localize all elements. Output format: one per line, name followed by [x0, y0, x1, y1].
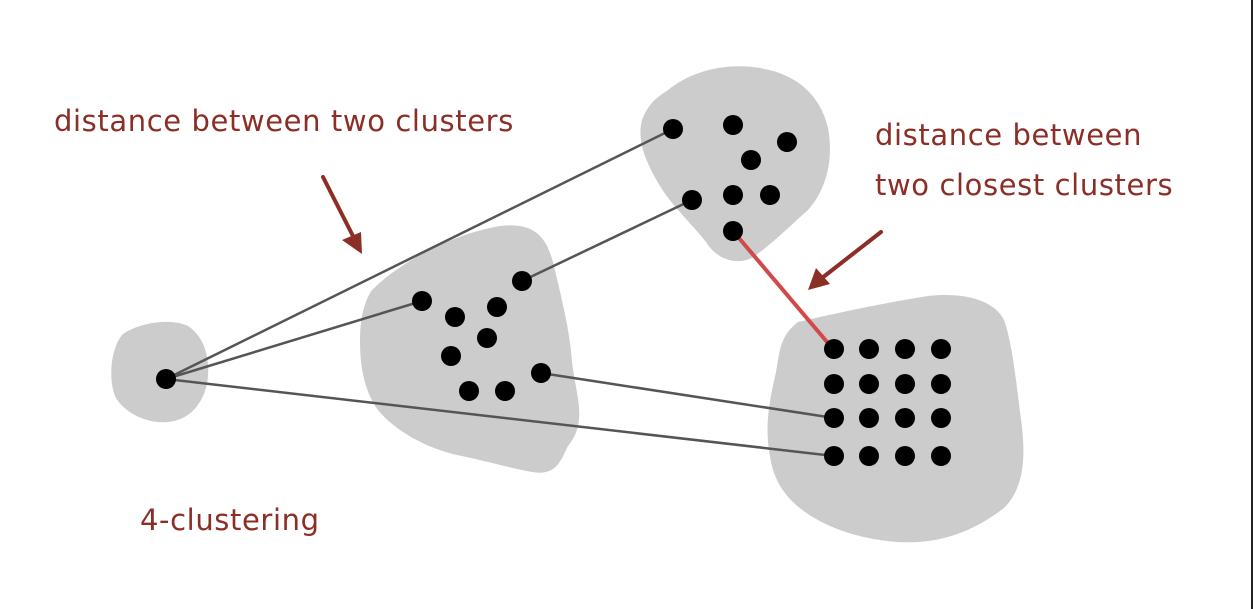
label-4-clustering: 4-clustering — [140, 503, 320, 537]
points-left-cluster — [412, 271, 551, 401]
point — [723, 185, 743, 205]
point — [495, 381, 515, 401]
connector-line — [165, 299, 423, 381]
points-right-cluster — [824, 339, 951, 466]
cluster-blob-top — [640, 66, 830, 262]
point — [723, 221, 743, 241]
point — [824, 339, 844, 359]
point — [824, 408, 844, 428]
point — [487, 297, 507, 317]
point — [459, 381, 479, 401]
point — [895, 446, 915, 466]
point — [895, 339, 915, 359]
point — [760, 185, 780, 205]
label-closest-line-2: two closest clusters — [875, 168, 1174, 202]
point — [824, 374, 844, 394]
point — [156, 369, 176, 389]
connector-line — [165, 127, 674, 381]
right-edge-border — [1251, 0, 1253, 609]
point — [931, 408, 951, 428]
point — [477, 328, 497, 348]
point — [412, 291, 432, 311]
point — [741, 150, 761, 170]
cluster-blob-left — [360, 225, 580, 473]
point — [824, 446, 844, 466]
arrow-to-connector-lines — [321, 175, 362, 254]
label-closest-line-1: distance between — [875, 118, 1143, 152]
point — [859, 374, 879, 394]
point — [723, 115, 743, 135]
point — [931, 374, 951, 394]
arrow-to-closest-line — [808, 230, 883, 290]
point — [777, 132, 797, 152]
point — [859, 339, 879, 359]
point — [441, 346, 461, 366]
point — [931, 446, 951, 466]
point — [512, 271, 532, 291]
point — [859, 446, 879, 466]
point — [931, 339, 951, 359]
label-distance-between-two-closest-clusters: distance between two closest clusters — [875, 110, 1235, 210]
label-distance-between-two-clusters: distance between two clusters — [54, 104, 514, 138]
point — [663, 119, 683, 139]
point — [859, 408, 879, 428]
point — [682, 190, 702, 210]
points-top-cluster — [663, 115, 797, 241]
connector-line — [165, 377, 835, 458]
point — [895, 408, 915, 428]
point — [445, 307, 465, 327]
point — [531, 363, 551, 383]
closest-distance-line — [731, 229, 835, 351]
points-single-cluster — [156, 369, 176, 389]
connector-line — [521, 198, 693, 283]
point — [895, 374, 915, 394]
connector-line — [540, 371, 835, 420]
